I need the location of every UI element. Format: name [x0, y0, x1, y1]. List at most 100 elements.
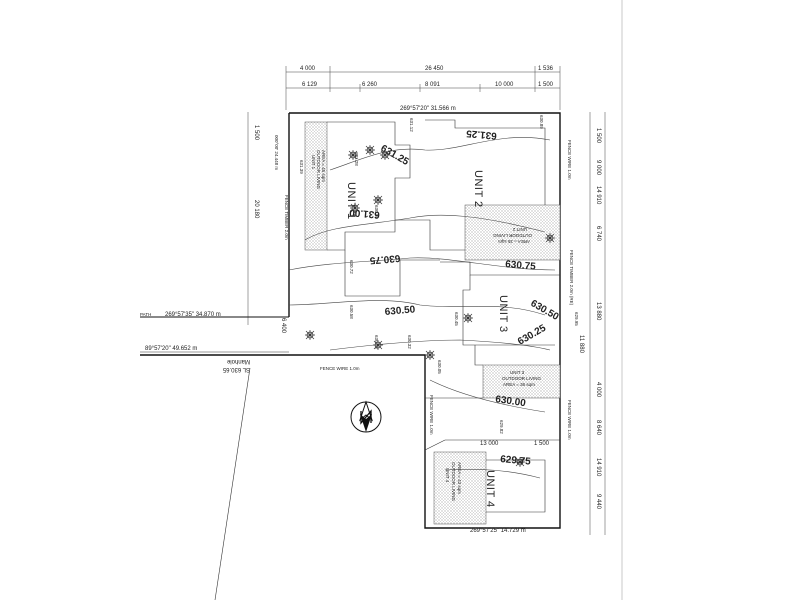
- svg-text:UNIT 1: UNIT 1: [311, 155, 316, 170]
- contour-label-7: 630.50: [529, 298, 561, 323]
- right-dimension-lines: [589, 112, 606, 535]
- tree-symbol: [380, 150, 390, 160]
- top-dimension-lines: [285, 66, 561, 110]
- fence-right-1: FENCE WIRE 1.0m: [567, 140, 572, 180]
- boundary-top-label: 269°57'20" 31.566 m: [400, 106, 456, 112]
- spot-level-2: 631.28: [354, 152, 359, 166]
- fence-middle-label: FENCE WIRE 1.0m: [320, 366, 360, 371]
- manhole: Manhole SL 630.65: [214, 358, 251, 600]
- top-dim-2: 26 450: [425, 66, 444, 72]
- unit-3-outdoor-area: [482, 364, 561, 399]
- path-label: PATH: [140, 312, 151, 317]
- manhole-level: SL 630.65: [222, 366, 250, 372]
- spot-level-8: 630.45: [454, 312, 459, 326]
- left-dim-2: 20 180: [253, 200, 259, 219]
- left-dim-1: 1 500: [253, 125, 259, 141]
- dim-lower-2: 1 500: [534, 441, 550, 447]
- unit-1-outdoor-area: [304, 121, 328, 251]
- contour-label-1: 631.25: [465, 127, 497, 141]
- svg-text:OUTDOOR LIVING: OUTDOOR LIVING: [502, 376, 542, 381]
- svg-text:OUTDOOR LIVING: OUTDOOR LIVING: [316, 150, 321, 190]
- contour-label-9: 630.00: [495, 394, 527, 409]
- right-dim-2: 9 000: [595, 160, 601, 176]
- top-dim-3: 1 536: [538, 66, 554, 72]
- tree-symbol: [373, 195, 383, 205]
- svg-text:AREA = 35 sqm: AREA = 35 sqm: [498, 239, 530, 244]
- spot-level-6: 630.72: [349, 260, 354, 274]
- svg-text:UNIT 2: UNIT 2: [512, 227, 527, 232]
- spot-level-3: 631.12: [409, 118, 414, 132]
- top-dim-row2-1: 6 129: [302, 82, 318, 88]
- unit-2-outdoor-labels: UNIT 2 OUTDOOR LIVING AREA = 35 sqm: [492, 227, 532, 244]
- spot-level-7: 630.58: [349, 305, 354, 319]
- tree-symbol: [350, 203, 360, 213]
- spot-level-5: 630.89: [539, 115, 544, 129]
- right-dim-10: 9 440: [595, 494, 601, 510]
- boundary-left-label: 000°00' 24.448 m: [274, 135, 279, 170]
- bottom-boundary-label: 269°57'25" 14.729 m: [470, 528, 526, 534]
- spot-level-13: 629.82: [499, 420, 504, 434]
- right-dim-5: 13 880: [595, 302, 601, 321]
- unit-2-outdoor-area: [464, 204, 561, 261]
- contour-label-4: 630.75: [369, 252, 401, 266]
- top-dim-row2-5: 1 500: [538, 82, 554, 88]
- unit-1-outdoor-labels: UNIT 1 OUTDOOR LIVING AREA = 45 sqm: [311, 150, 326, 190]
- svg-text:UNIT 3: UNIT 3: [510, 370, 525, 375]
- boundary-mid-label: 269°57'35" 34.870 m: [165, 312, 221, 318]
- right-dim-4: 6 740: [595, 226, 601, 242]
- tree-symbol: [365, 145, 375, 155]
- spot-level-4: 630.98: [374, 205, 379, 219]
- tree-symbols: [305, 145, 555, 467]
- top-dim-1: 4 000: [300, 66, 316, 72]
- unit-4-outdoor-area: [433, 451, 487, 525]
- right-dim-3: 14 910: [595, 186, 601, 205]
- svg-text:UNIT 4: UNIT 4: [445, 468, 450, 483]
- contour-label-6: 630.50: [384, 304, 416, 318]
- tree-symbol: [373, 340, 383, 350]
- fence-right-3: FENCE WIRE 1.0m: [567, 400, 572, 440]
- top-dim-row2-3: 8 091: [425, 82, 441, 88]
- tree-symbol: [545, 233, 555, 243]
- unit-4-label: UNIT 4: [484, 470, 496, 508]
- contour-label-5: 630.75: [505, 259, 537, 273]
- svg-text:AREA = 45 sqm: AREA = 45 sqm: [321, 150, 326, 182]
- right-dim-6: 11 880: [578, 335, 584, 354]
- tree-symbol: [348, 150, 358, 160]
- svg-text:AREA = 36 sqm: AREA = 36 sqm: [503, 382, 535, 387]
- spot-level-9: 630.32: [407, 335, 412, 349]
- tree-symbol: [305, 330, 315, 340]
- contour-label-2: 631.25: [379, 143, 411, 168]
- spot-level-12: 629.95: [574, 312, 579, 326]
- dim-lower-1: 13 000: [480, 441, 499, 447]
- fence-right-2: FENCE TIMBER 2.0m (RE): [569, 250, 574, 306]
- svg-text:OUTDOOR LIVING: OUTDOOR LIVING: [492, 233, 532, 238]
- right-dim-7: 4 000: [595, 382, 601, 398]
- right-dim-8: 8 640: [595, 420, 601, 436]
- unit-3-outdoor-labels: UNIT 3 OUTDOOR LIVING AREA = 36 sqm: [502, 370, 542, 387]
- fence-left-label: FENCE TIMBER 2.0m: [284, 195, 289, 240]
- contour-lines: [288, 137, 556, 479]
- unit-2-label: UNIT 2: [472, 170, 484, 208]
- manhole-label: Manhole: [226, 358, 250, 364]
- tree-symbol: [425, 350, 435, 360]
- boundary-lower-label: 89°57'20" 49.652 m: [145, 346, 197, 352]
- unit-4-outdoor-labels: UNIT 4 OUTDOOR LIVING AREA = 43 sqm: [445, 462, 462, 502]
- spot-level-11: 630.05: [437, 360, 442, 374]
- tree-symbol: [463, 313, 473, 323]
- svg-text:OUTDOOR LIVING: OUTDOOR LIVING: [451, 462, 456, 502]
- fence-lower-left-label: FENCE WIRE 1.0m: [429, 395, 434, 435]
- top-dim-row2-2: 6 260: [362, 82, 378, 88]
- contour-label-10: 629.75: [500, 454, 532, 468]
- unit-3-label: UNIT 3: [497, 295, 509, 333]
- svg-text:AREA = 43 sqm: AREA = 43 sqm: [457, 462, 462, 494]
- contour-label-8: 630.25: [516, 323, 548, 348]
- right-dim-9: 14 910: [595, 458, 601, 477]
- north-arrow-icon: [350, 400, 382, 433]
- tree-symbol: [515, 457, 525, 467]
- top-dim-row2-4: 10 000: [495, 82, 514, 88]
- spot-level-1: 631.39: [299, 160, 304, 174]
- right-dim-1: 1 500: [595, 128, 601, 144]
- unit-footprints: [327, 119, 560, 513]
- left-dim-3: 6 400: [280, 318, 286, 334]
